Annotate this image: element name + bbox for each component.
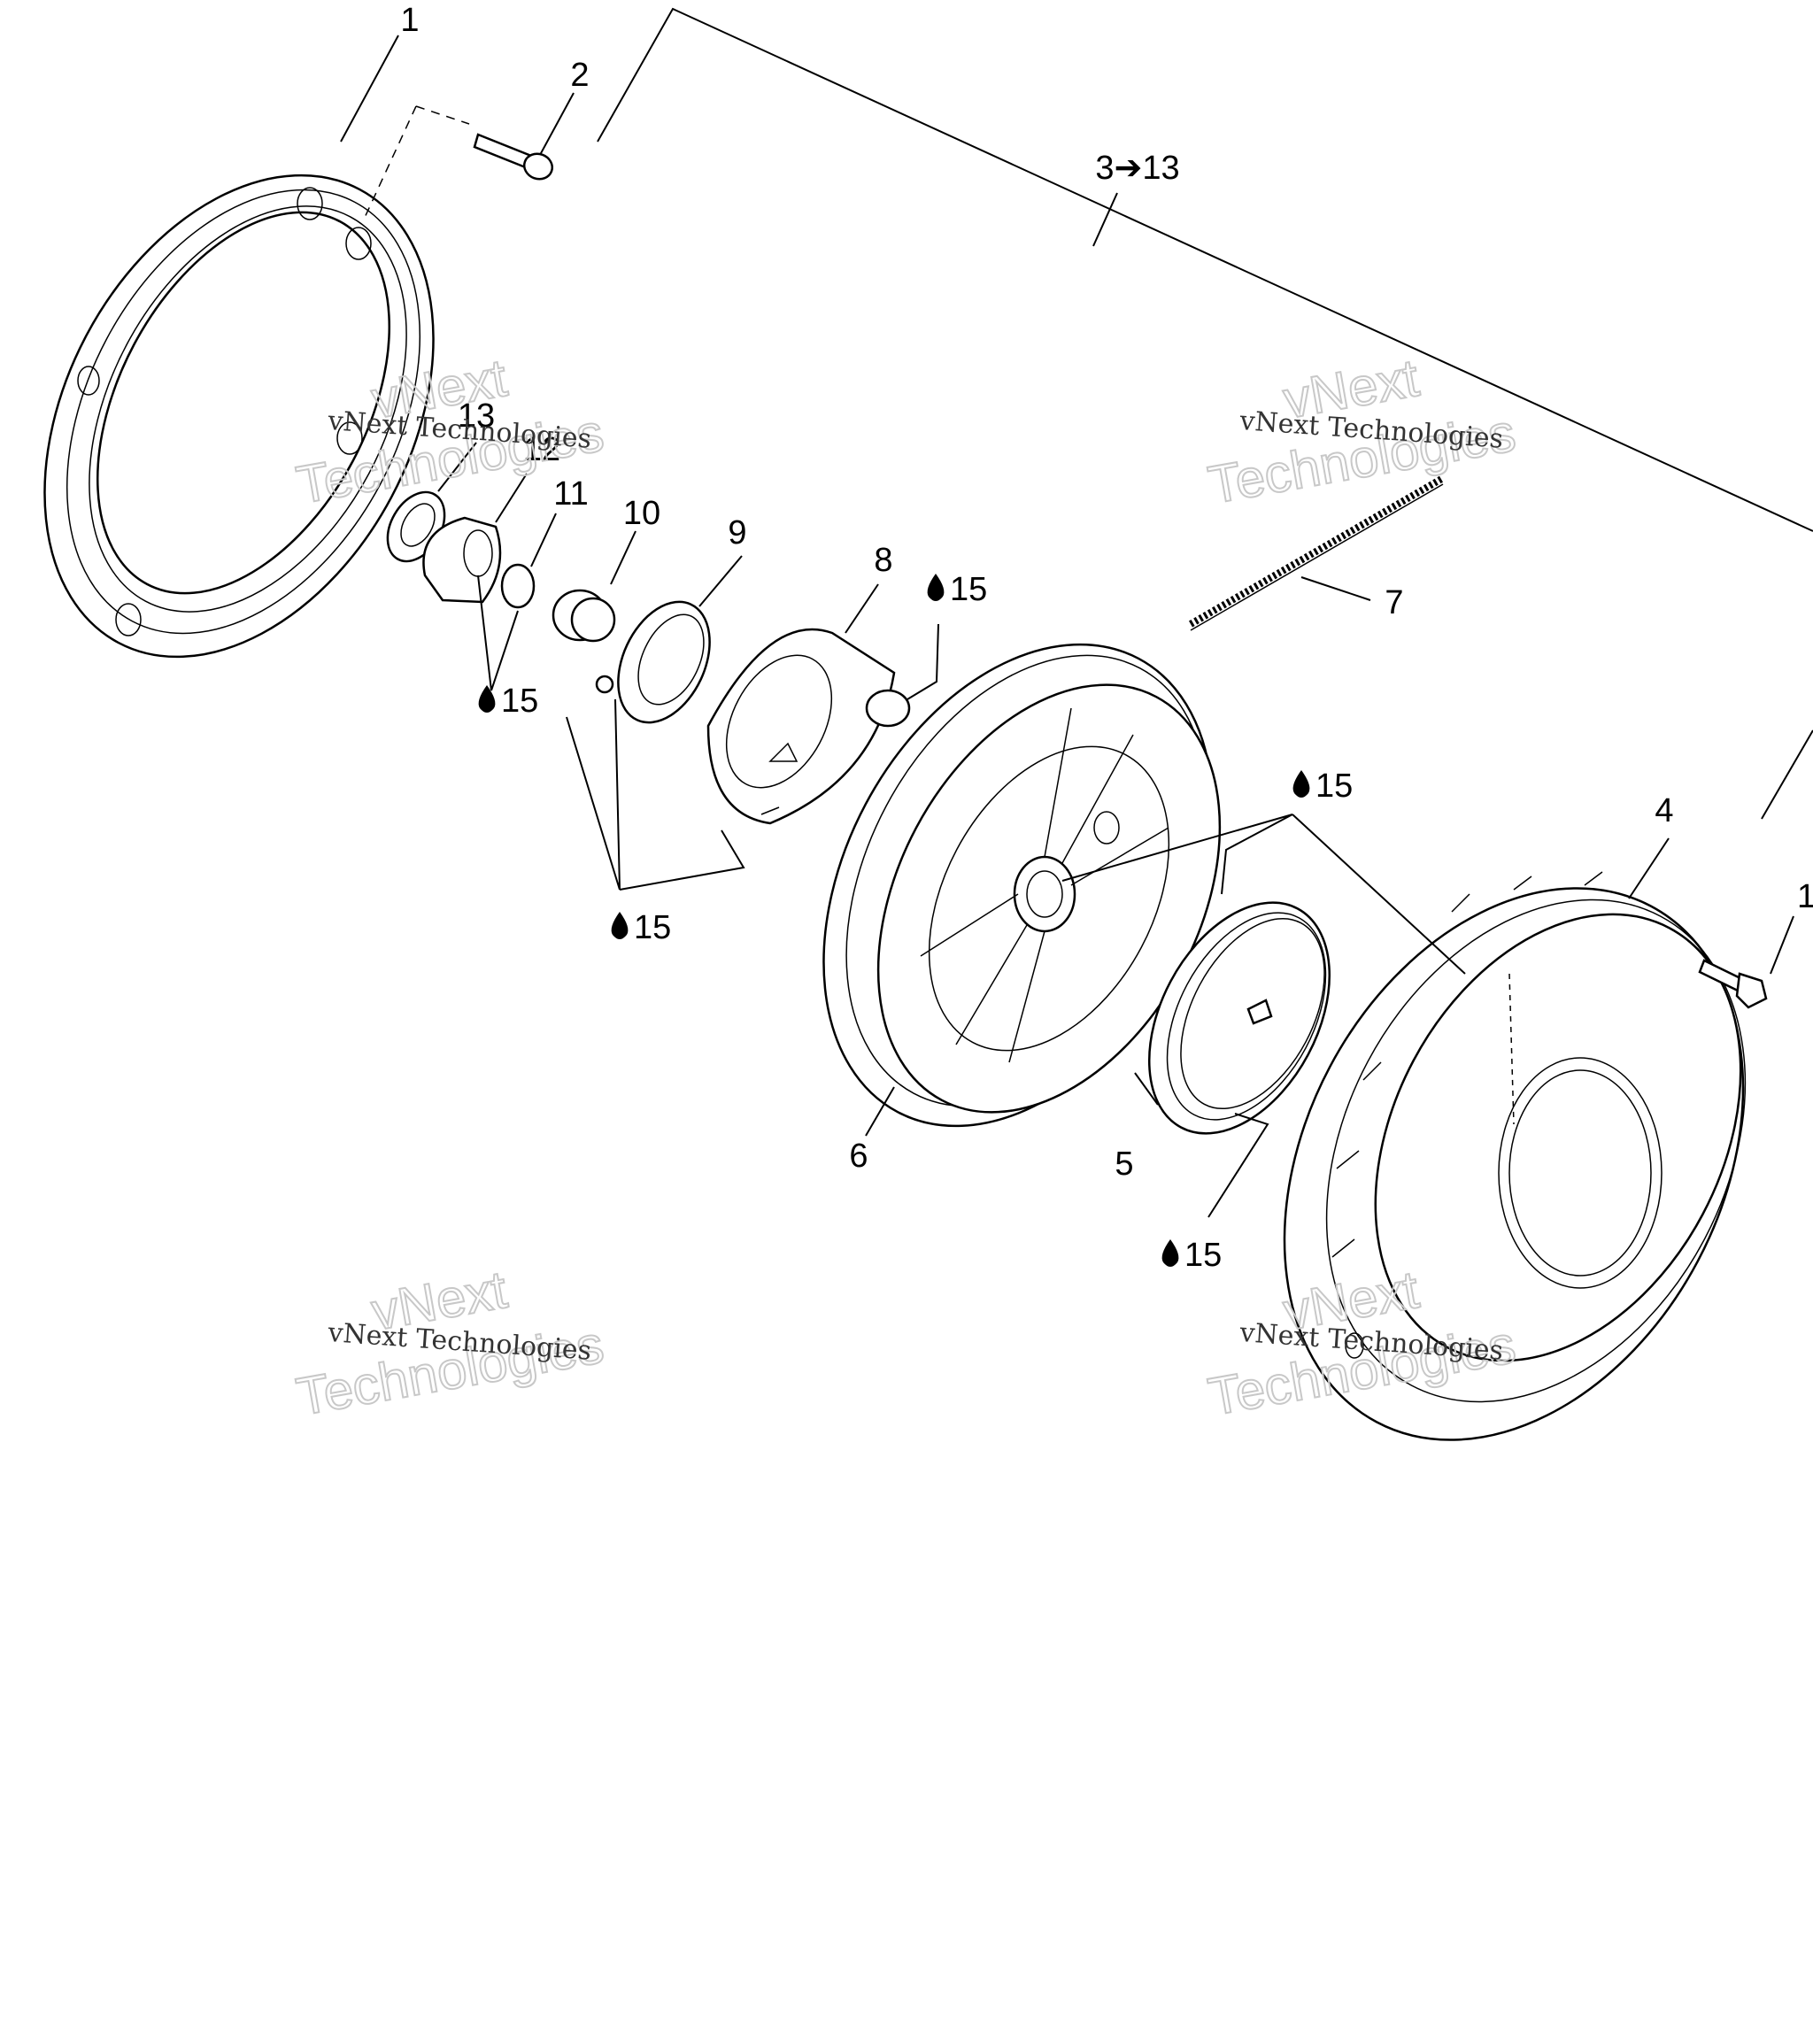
part-12-bracket: [422, 516, 502, 604]
part-2-screw: [473, 133, 554, 181]
lube-labels: 15 15 15 15 15: [478, 571, 1353, 1274]
oil-drop-icon: [478, 685, 496, 713]
lube-15-a: 15: [478, 683, 538, 720]
callout-12: 12: [523, 431, 560, 468]
part-1-housing-ring: [43, 174, 435, 659]
callout-5: 5: [1115, 1145, 1133, 1183]
callout-4: 4: [1655, 792, 1673, 829]
lube-15-d: 15: [1292, 767, 1353, 805]
callout-13-left: 13: [458, 397, 495, 435]
callout-1: 1: [400, 2, 419, 39]
lube-15-e: 15: [1161, 1237, 1222, 1274]
callout-11: 11: [553, 475, 588, 513]
oil-drop-icon: [927, 574, 945, 601]
part-6-rope-pulley: [822, 643, 1222, 1128]
assembly-bracket-line: [597, 7, 1813, 532]
svg-text:15: 15: [634, 909, 671, 946]
callout-6: 6: [849, 1138, 868, 1175]
svg-text:15: 15: [950, 571, 987, 608]
axis-dashed-1: [362, 105, 417, 222]
part-4-starter-cover: [1283, 871, 1747, 1441]
part-11-ring: [500, 563, 536, 609]
callout-3-to-13: 3➔13: [1095, 150, 1179, 187]
callout-2: 2: [570, 57, 589, 94]
part-5-recoil-spring: [1147, 901, 1331, 1135]
oil-drop-icon: [1161, 1239, 1179, 1267]
svg-text:15: 15: [1315, 767, 1353, 805]
leader-dashed-2: [415, 105, 470, 125]
part-13-bolt: [1698, 959, 1768, 1009]
callout-labels: 1 2 3➔13 4 5 6 7 8 9 10 11 12 13 13: [400, 2, 1813, 1183]
svg-text:15: 15: [501, 683, 538, 720]
callout-10: 10: [623, 495, 660, 532]
callout-13-right: 13: [1797, 878, 1813, 915]
callout-8: 8: [874, 542, 892, 579]
part-8-pawl: [706, 628, 911, 825]
part-7-rope: [1188, 474, 1446, 631]
callout-7: 7: [1385, 584, 1403, 621]
oil-drop-icon: [1292, 770, 1310, 798]
assembly-bracket-end: [1761, 729, 1813, 820]
oil-drop-icon: [611, 912, 629, 939]
callout-9: 9: [728, 514, 746, 551]
leader-lines: [340, 35, 1794, 1218]
part-9-pawl-spring: [595, 600, 711, 724]
lube-15-c: 15: [927, 571, 987, 608]
part-10-bushing: [552, 589, 616, 643]
svg-text:15: 15: [1184, 1237, 1222, 1274]
lube-15-b: 15: [611, 909, 671, 946]
